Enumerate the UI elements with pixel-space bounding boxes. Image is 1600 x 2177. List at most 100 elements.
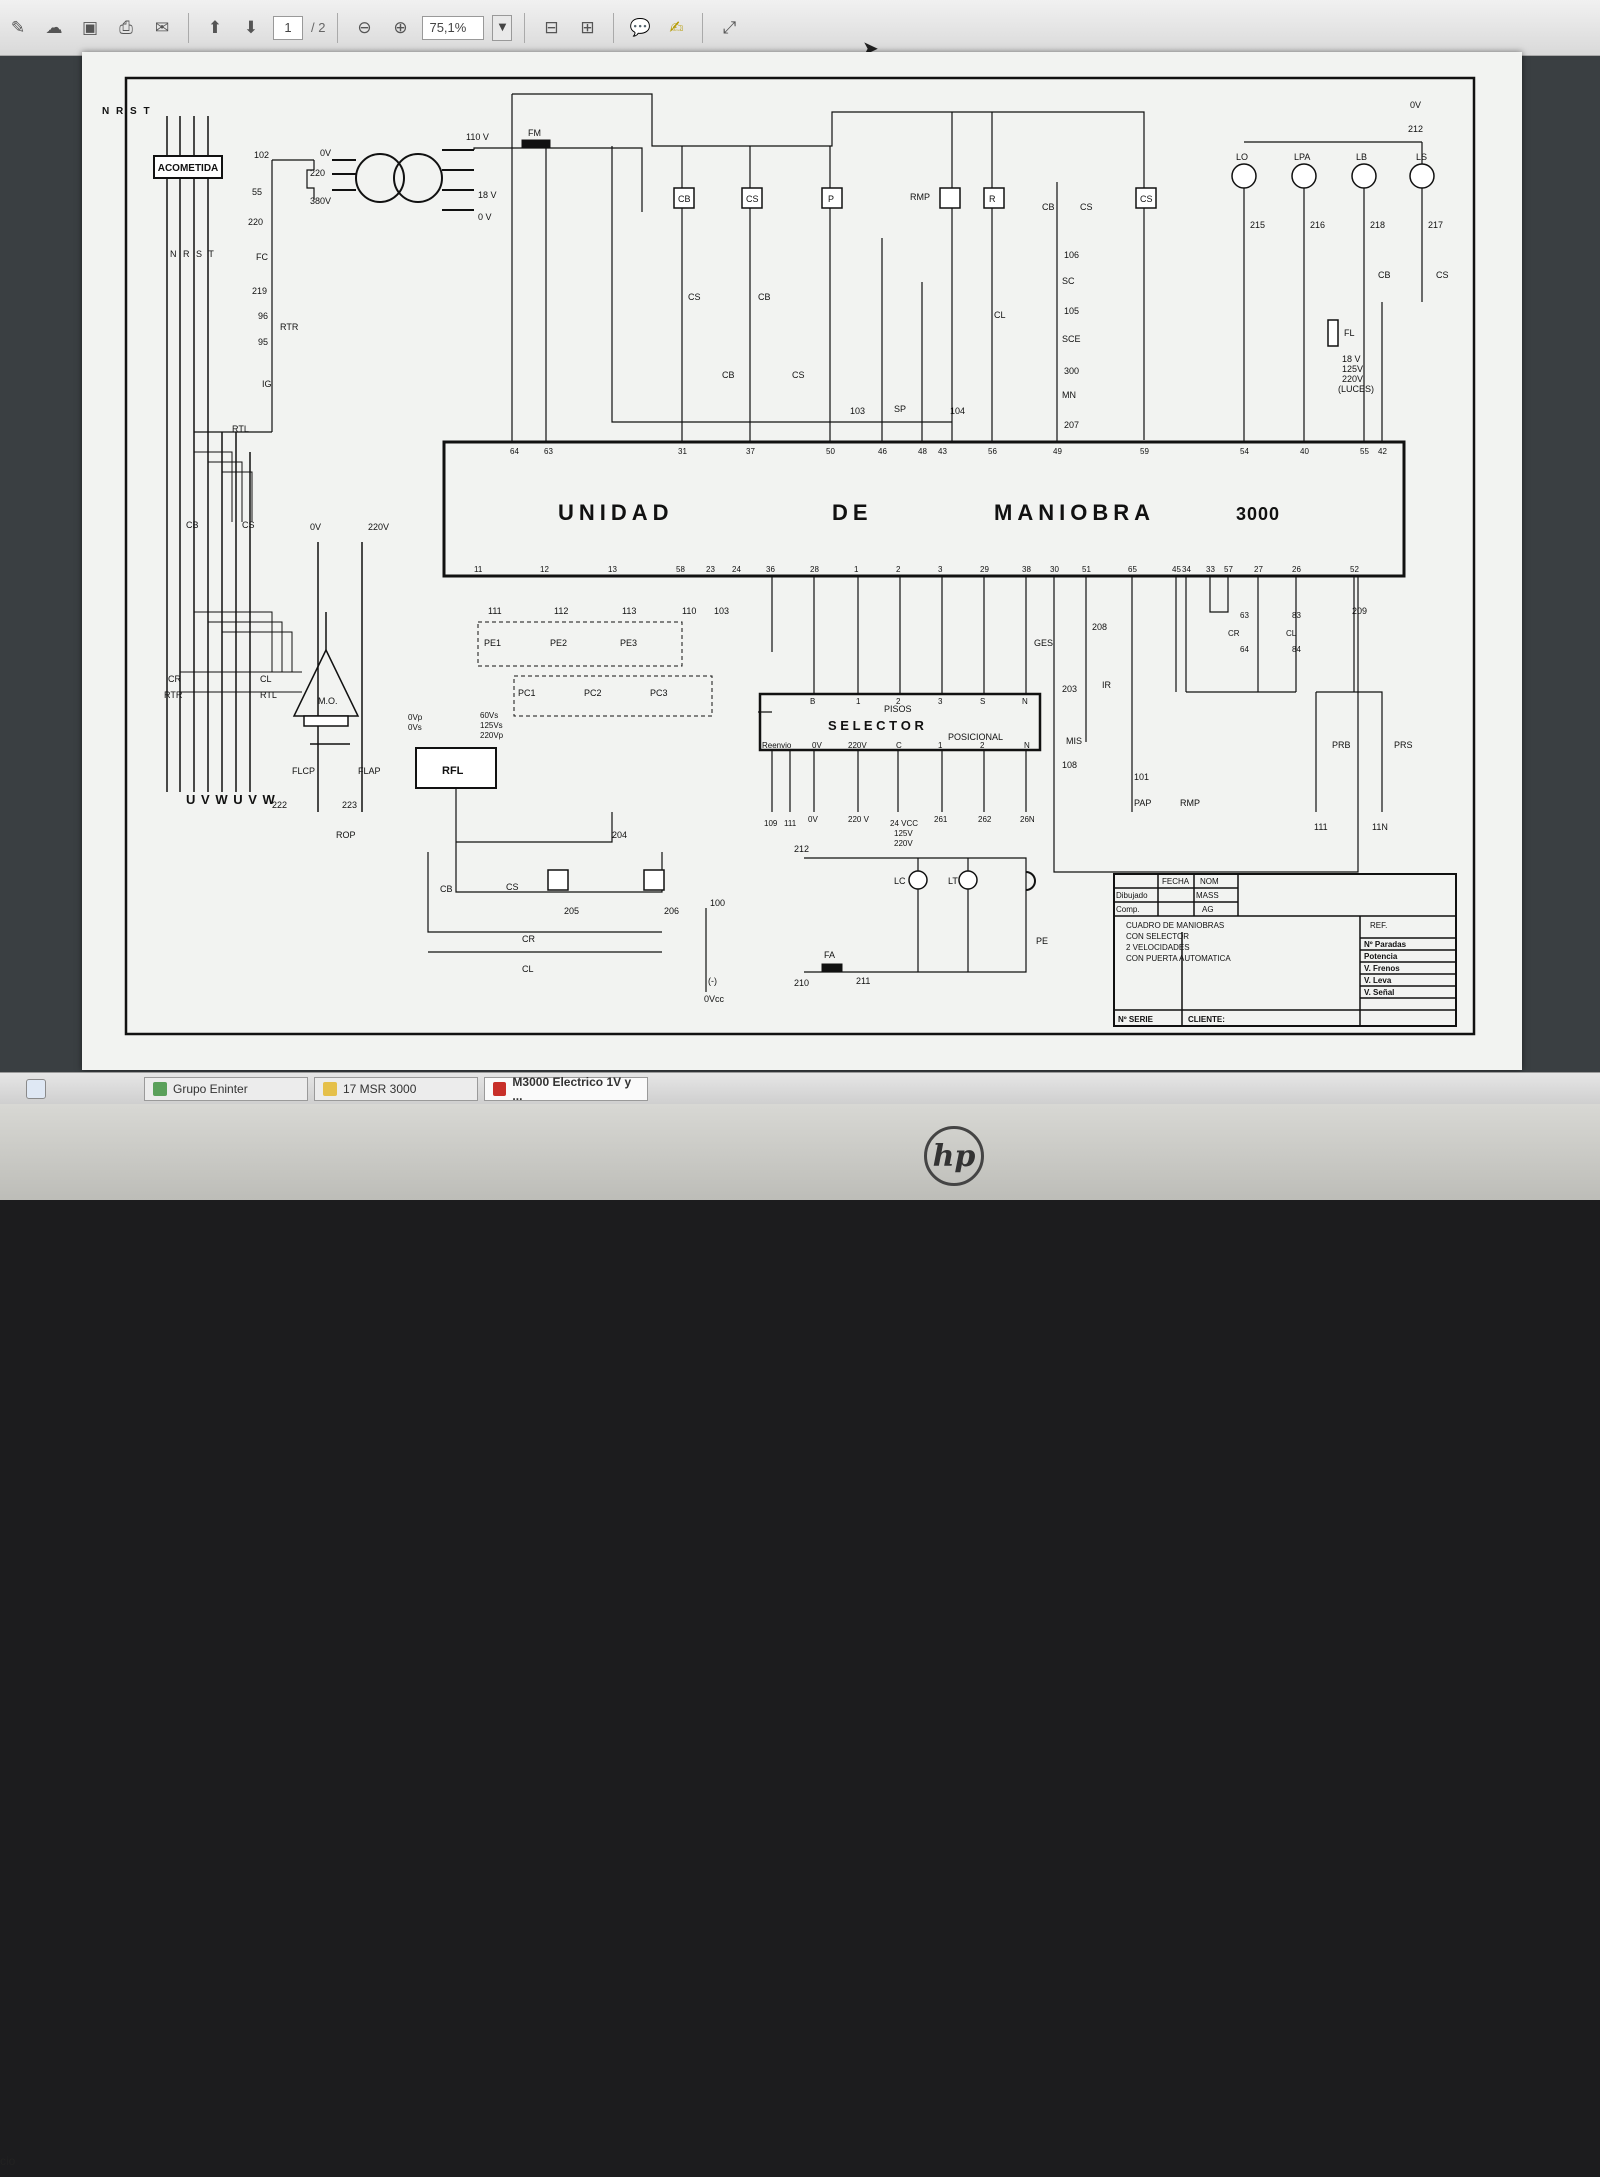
- title-serie: Nº SERIE: [1118, 1015, 1154, 1024]
- lamp-label: LT: [948, 876, 958, 886]
- unidad-maniobra-box: [442, 440, 1406, 578]
- terminal-label: 261: [934, 815, 948, 824]
- title-block-text: FECHA NOM Dibujado MASS Comp. AG CUADRO …: [1116, 877, 1407, 1024]
- zoom-out-icon[interactable]: ⊖: [357, 17, 372, 38]
- door-motor: [292, 542, 363, 812]
- terminal-label: 83: [1292, 611, 1301, 620]
- unit-terminal-label: 55: [1360, 447, 1369, 456]
- fuse-label: FL: [1344, 328, 1355, 338]
- voltage-label: 60Vs: [480, 711, 498, 720]
- terminal-label: 0V: [320, 148, 331, 158]
- save-icon[interactable]: ▣: [81, 17, 99, 38]
- print-icon[interactable]: ⎙: [119, 17, 133, 38]
- taskbar-item-grupo-eninter[interactable]: Grupo Eninter: [144, 1076, 308, 1101]
- unit-terminal-label: 51: [1082, 565, 1091, 574]
- terminal-label: 207: [1064, 420, 1079, 430]
- voltage-label: (LUCES): [1338, 384, 1374, 394]
- terminal-label: 205: [564, 906, 579, 916]
- relay-label: CB: [678, 194, 691, 204]
- lamp-lc: [908, 870, 928, 890]
- supply-label: R: [183, 249, 190, 259]
- pdf-icon: [493, 1081, 507, 1096]
- selector-bottom-labels: 109 111 0V 220 V 24 VCC 125V 220V 261 26…: [764, 815, 1035, 848]
- fuse-fa: [821, 963, 843, 973]
- page-number-input[interactable]: 1: [273, 15, 303, 40]
- expand-icon[interactable]: ⤢: [722, 17, 737, 38]
- unit-terminal-label: 26: [1292, 565, 1301, 574]
- selector-top-terminals: B 1 2 3 S N: [810, 697, 1028, 706]
- terminal-label: 108: [1062, 760, 1077, 770]
- down-arrow-icon[interactable]: ⬇: [243, 17, 259, 38]
- terminal-label: 208: [1092, 622, 1107, 632]
- terminal-label: 24 VCC: [890, 819, 918, 828]
- right-mid-labels: GES 208 203 IR MIS 108 101 PAP RMP PRB P…: [1034, 606, 1413, 832]
- relay-label: CS: [746, 194, 759, 204]
- unit-terminal-label: 65: [1128, 565, 1137, 574]
- taskbar-item-folder[interactable]: 17 MSR 3000: [314, 1076, 478, 1101]
- contact-label: CR: [168, 674, 181, 684]
- contact-label: CB: [1042, 202, 1055, 212]
- unit-terminal-label: 23: [706, 565, 715, 574]
- zoom-input[interactable]: 75,1%: [422, 15, 485, 40]
- door-relays: [547, 869, 665, 891]
- terminal-label: 101: [1134, 772, 1149, 782]
- title-field: Potencia: [1364, 952, 1398, 961]
- taskbar-start-sliver[interactable]: cio: [0, 2154, 16, 2168]
- unit-terminal-label: 49: [1053, 447, 1062, 456]
- unit-terminal-label: 34: [1182, 565, 1191, 574]
- browser-icon[interactable]: [26, 1078, 46, 1099]
- bottom-lamp-labels: 212 LC LT PE FA 210 211: [794, 844, 1048, 988]
- toolbar-divider: [613, 12, 615, 43]
- up-arrow-icon[interactable]: ⬆: [207, 17, 223, 38]
- upload-icon[interactable]: ☁: [45, 17, 63, 38]
- unit-terminal-label: 42: [1378, 447, 1387, 456]
- toolbar-divider: [524, 12, 526, 43]
- unit-terminal-label: 2: [896, 565, 901, 574]
- contact-label: CS: [1080, 202, 1093, 212]
- taskbar-item-label: 17 MSR 3000: [343, 1081, 417, 1096]
- terminal-label: 100: [710, 898, 725, 908]
- terminal-label: 220: [248, 217, 263, 227]
- unit-terminal-label: 27: [1254, 565, 1263, 574]
- voltage-label: 0Vp: [408, 713, 423, 722]
- unit-terminal-label: 24: [732, 565, 741, 574]
- unit-terminal-label: 33: [1206, 565, 1215, 574]
- contact-label: CS: [792, 370, 805, 380]
- title-fecha: FECHA: [1162, 877, 1190, 886]
- zoom-in-icon[interactable]: ⊕: [393, 17, 408, 38]
- photocell-label: PC3: [650, 688, 668, 698]
- supply-labels-top: N R S T: [102, 106, 150, 117]
- relay-label: R: [989, 194, 996, 204]
- rfl-wiring: [427, 788, 663, 953]
- fit-page-icon[interactable]: ⊟: [544, 17, 559, 38]
- taskbar-item-pdf[interactable]: M3000 Electrico 1V y ...: [484, 1075, 648, 1103]
- motor-label: M.O.: [318, 696, 338, 706]
- contact-label: RMP: [1180, 798, 1200, 808]
- unit-terminal-label: 52: [1350, 565, 1359, 574]
- chevron-down-icon[interactable]: ▼: [492, 14, 513, 41]
- contactor-bank: [180, 451, 302, 693]
- mail-icon[interactable]: ✉: [154, 17, 170, 38]
- terminal-label: 125V: [894, 829, 913, 838]
- selector-reenvio: Reenvio: [762, 741, 792, 750]
- supply-label: T: [208, 249, 214, 259]
- contact-label: ROP: [336, 830, 356, 840]
- contact-label: FLAP: [358, 766, 381, 776]
- title-dibujado: Dibujado: [1116, 891, 1148, 900]
- title-description: 2 VELOCIDADES: [1126, 943, 1190, 952]
- sign-icon[interactable]: ✍: [669, 17, 684, 38]
- top-bus-wiring: [511, 93, 1145, 444]
- fit-width-icon[interactable]: ⊞: [580, 17, 595, 38]
- toolbar-divider: [188, 12, 189, 43]
- voltage-label: 125V: [1342, 364, 1363, 374]
- edit-icon[interactable]: ✎: [10, 17, 26, 38]
- terminal-label: 206: [664, 906, 679, 916]
- comment-icon[interactable]: 💬: [629, 17, 652, 38]
- contact-label: MIS: [1066, 736, 1082, 746]
- contact-label: SCE: [1062, 334, 1081, 344]
- terminal-label: 110: [682, 606, 696, 616]
- voltage-label: 220Vp: [480, 731, 504, 740]
- taskbar-item-label: Grupo Eninter: [173, 1081, 248, 1096]
